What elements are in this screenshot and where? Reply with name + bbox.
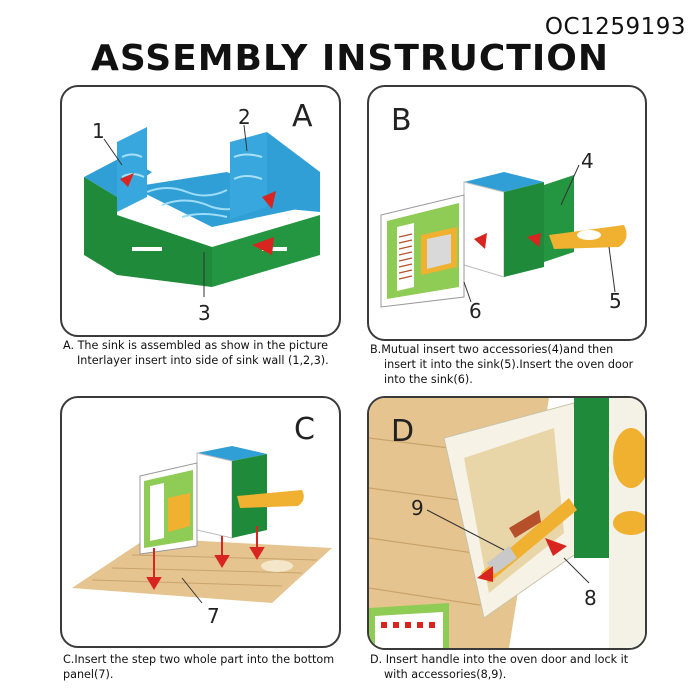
insert-arrow <box>120 173 134 187</box>
part-number: 6 <box>469 299 482 323</box>
oven-handle-illustration <box>369 398 645 648</box>
part-number: 7 <box>207 604 220 628</box>
bottom-panel-illustration <box>72 446 332 604</box>
step-b-caption: B.Mutual insert two accessories(4)and th… <box>370 343 634 386</box>
step-a-panel: A 1 2 3 <box>60 85 341 337</box>
insert-arrow <box>252 237 274 255</box>
part-number: 9 <box>411 496 424 520</box>
part-number: 1 <box>92 119 105 143</box>
product-code: OC1259193 <box>544 14 686 40</box>
step-a-caption: A. The sink is assembled as show in the … <box>63 339 329 367</box>
step-b-panel: B 4 5 6 <box>367 85 647 341</box>
sink-assembly-illustration <box>84 124 320 297</box>
part-number: 4 <box>581 149 594 173</box>
page-title: ASSEMBLY INSTRUCTION <box>91 38 609 79</box>
insert-arrow <box>527 233 541 247</box>
part-number: 8 <box>584 586 597 610</box>
step-letter: C <box>294 412 315 447</box>
step-d-panel: D 9 8 <box>367 396 647 650</box>
part-number: 2 <box>238 105 251 129</box>
insert-arrow <box>545 538 567 556</box>
part-number: 5 <box>609 289 622 313</box>
insert-arrow <box>477 566 493 582</box>
step-d-caption: D. Insert handle into the oven door and … <box>370 653 629 681</box>
step-c-panel: C 7 <box>60 396 341 648</box>
part-number: 3 <box>198 301 211 325</box>
oven-and-accessories-illustration <box>380 164 627 308</box>
insert-arrow <box>474 233 487 249</box>
step-letter: B <box>391 103 412 138</box>
insert-arrow <box>262 191 276 209</box>
step-letter: D <box>391 414 415 449</box>
step-c-caption: C.Insert the step two whole part into th… <box>63 653 335 681</box>
step-letter: A <box>292 99 313 134</box>
